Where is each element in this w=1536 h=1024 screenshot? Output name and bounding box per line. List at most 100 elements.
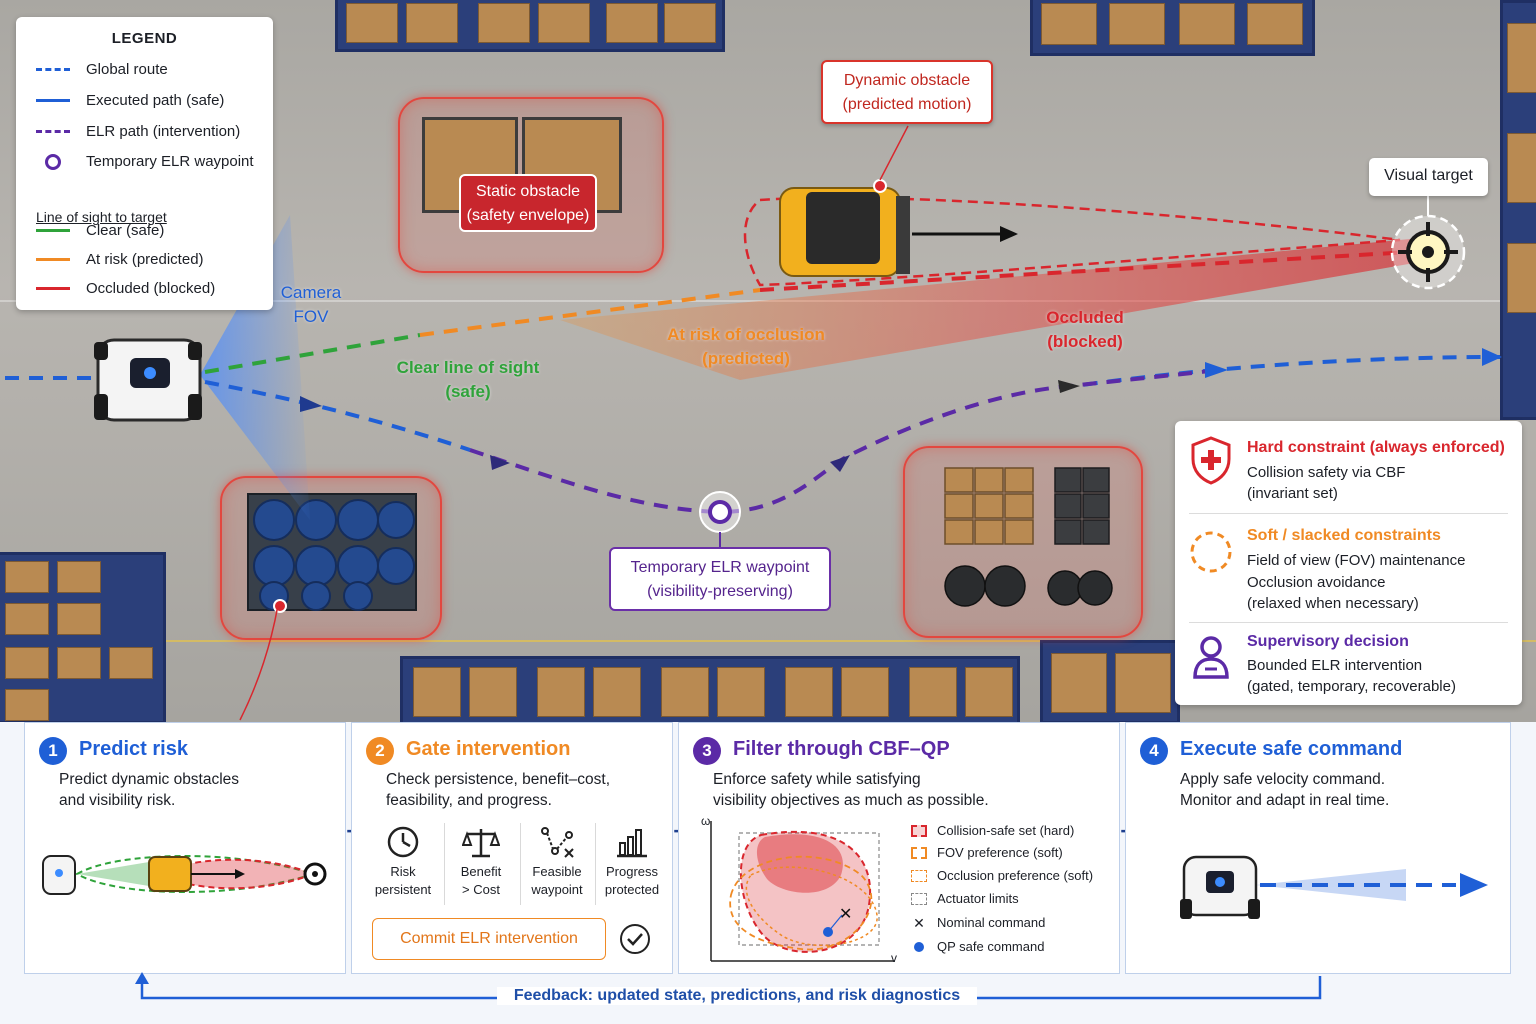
static-obstacle-line2: (safety envelope) <box>466 207 590 224</box>
hard-constraint-line: Collision safety via CBF <box>1247 464 1406 481</box>
orange-dotted-swatch-icon <box>911 869 927 882</box>
visual-target-label: Visual target <box>1384 167 1473 184</box>
legend-los-heading: Line of sight to target <box>36 209 167 225</box>
green-line-icon <box>36 229 70 232</box>
commit-elr-button[interactable]: Commit ELR intervention <box>372 918 606 960</box>
supervisor-icon <box>1193 636 1229 679</box>
shelf-rack <box>335 0 725 52</box>
elr-waypoint-callout: Temporary ELR waypoint (visibility-prese… <box>609 547 831 611</box>
check-feasible-waypoint: Feasible waypoint <box>520 821 594 911</box>
qp-legend-label: Occlusion preference (soft) <box>937 868 1094 883</box>
barrel-obstacle-zone <box>220 476 442 640</box>
qp-legend-item: Collision-safe set (hard) <box>911 823 1074 838</box>
check-risk-persistent: Risk persistent <box>366 821 440 911</box>
legend-item-label: Occluded (blocked) <box>86 280 216 297</box>
shelf-rack <box>1030 0 1315 56</box>
legend-item-at-risk: At risk (predicted) <box>36 251 204 268</box>
check-label: > Cost <box>462 882 500 897</box>
dynamic-obstacle-line1: Dynamic obstacle <box>843 72 971 89</box>
qp-legend-item: QP safe command <box>911 939 1044 954</box>
balance-scale-icon <box>462 829 500 858</box>
legend-item-label: Clear (safe) <box>86 222 165 239</box>
qp-legend-label: QP safe command <box>937 939 1045 954</box>
floor-marking <box>0 640 1536 642</box>
red-line-icon <box>36 287 70 290</box>
elr-waypoint-marker <box>708 500 732 524</box>
qp-safe-command-marker <box>823 927 833 937</box>
occluded-line1: Occluded <box>1046 308 1124 327</box>
soft-constraint-line: (relaxed when necessary) <box>1247 595 1419 612</box>
shelf-rack <box>400 656 1020 722</box>
axis-label-omega: ω <box>701 814 711 828</box>
at-risk-line1: At risk of occlusion <box>667 325 825 344</box>
camera-fov-cone <box>200 215 310 520</box>
step-desc-line: Enforce safety while satisfying <box>713 771 921 788</box>
check-progress-protected: Progress protected <box>595 821 669 911</box>
elr-waypoint-line1: Temporary ELR waypoint <box>630 559 810 576</box>
check-label: Progress <box>605 864 659 879</box>
legend-item-label: ELR path (intervention) <box>86 123 241 140</box>
solid-blue-line-icon <box>36 99 70 102</box>
qp-legend-item: Occlusion preference (soft) <box>911 868 1093 883</box>
blue-dot-icon <box>911 941 927 953</box>
step-description: Predict dynamic obstacles and visibility… <box>59 769 239 811</box>
step-desc-line: Apply safe velocity command. <box>1180 771 1386 788</box>
step-title: Filter through CBF–QP <box>733 738 950 760</box>
pallet-obstacle-zone <box>903 446 1143 638</box>
divider <box>595 823 596 905</box>
waypoint-ring-icon <box>36 153 70 170</box>
qp-legend-item: FOV preference (soft) <box>911 845 1063 860</box>
check-label: Risk <box>390 864 416 879</box>
clear-los-line1: Clear line of sight <box>396 358 540 377</box>
hard-constraint-title: Hard constraint (always enforced) <box>1247 439 1505 456</box>
constraints-panel: Hard constraint (always enforced) Collis… <box>1175 421 1522 705</box>
step-number: 4 <box>1140 737 1168 765</box>
los-occluded <box>759 250 1411 292</box>
axis-label-v: v <box>891 951 897 965</box>
step-predict-risk: 1 Predict risk Predict dynamic obstacles… <box>24 722 346 974</box>
step-description: Enforce safety while satisfying visibili… <box>713 769 989 811</box>
dashed-purple-line-icon <box>36 130 70 133</box>
check-label: persistent <box>374 882 432 897</box>
path-overlay <box>5 125 1502 721</box>
camera-fov-line2: FOV <box>293 307 329 326</box>
clock-icon <box>387 826 419 858</box>
legend-item-label: Global route <box>86 61 168 78</box>
divider <box>1189 513 1508 514</box>
step-title: Gate intervention <box>406 738 571 760</box>
legend-item-global-route: Global route <box>36 61 168 78</box>
check-benefit-cost: Benefit > Cost <box>444 821 518 911</box>
qp-legend-label: Actuator limits <box>937 891 1019 906</box>
legend-item-clear: Clear (safe) <box>36 222 164 239</box>
divider <box>1189 622 1508 623</box>
dashed-circle-icon <box>1190 531 1232 573</box>
divider <box>520 823 521 905</box>
step-number: 1 <box>39 737 67 765</box>
step-desc-line: feasibility, and progress. <box>386 792 552 809</box>
nominal-command-marker: ✕ <box>839 904 852 923</box>
cross-icon: ✕ <box>913 914 925 931</box>
step-desc-line: Monitor and adapt in real time. <box>1180 792 1390 809</box>
camera-fov-label: Camera FOV <box>262 281 360 329</box>
qp-legend-label: FOV preference (soft) <box>937 845 1063 860</box>
checkmark-circle-icon <box>620 924 650 954</box>
step-number: 2 <box>366 737 394 765</box>
waypoint-route-icon <box>541 827 574 858</box>
qp-legend-item: ✕ Nominal command <box>911 915 1045 930</box>
soft-constraint-line: Occlusion avoidance <box>1247 574 1386 591</box>
check-label: Benefit <box>460 864 502 879</box>
static-obstacle-callout: Static obstacle (safety envelope) <box>459 174 597 232</box>
shield-icon <box>1191 436 1231 485</box>
shelf-rack <box>1500 0 1536 420</box>
step-description: Apply safe velocity command. Monitor and… <box>1180 769 1389 811</box>
legend-panel: LEGEND Global route Executed path (safe)… <box>16 17 273 310</box>
camera-fov-line1: Camera <box>280 283 342 302</box>
legend-item-executed-path: Executed path (safe) <box>36 92 224 109</box>
predicted-motion-envelope <box>743 196 1401 287</box>
supervisory-title: Supervisory decision <box>1247 633 1409 650</box>
step-desc-line: Check persistence, benefit–cost, <box>386 771 611 788</box>
risk-prediction-sketch <box>42 855 327 895</box>
arrow-head-icon <box>1460 873 1488 897</box>
qp-legend-label: Nominal command <box>937 915 1046 930</box>
warehouse-scene: Camera FOV Clear line of sight (safe) At… <box>0 0 1536 722</box>
